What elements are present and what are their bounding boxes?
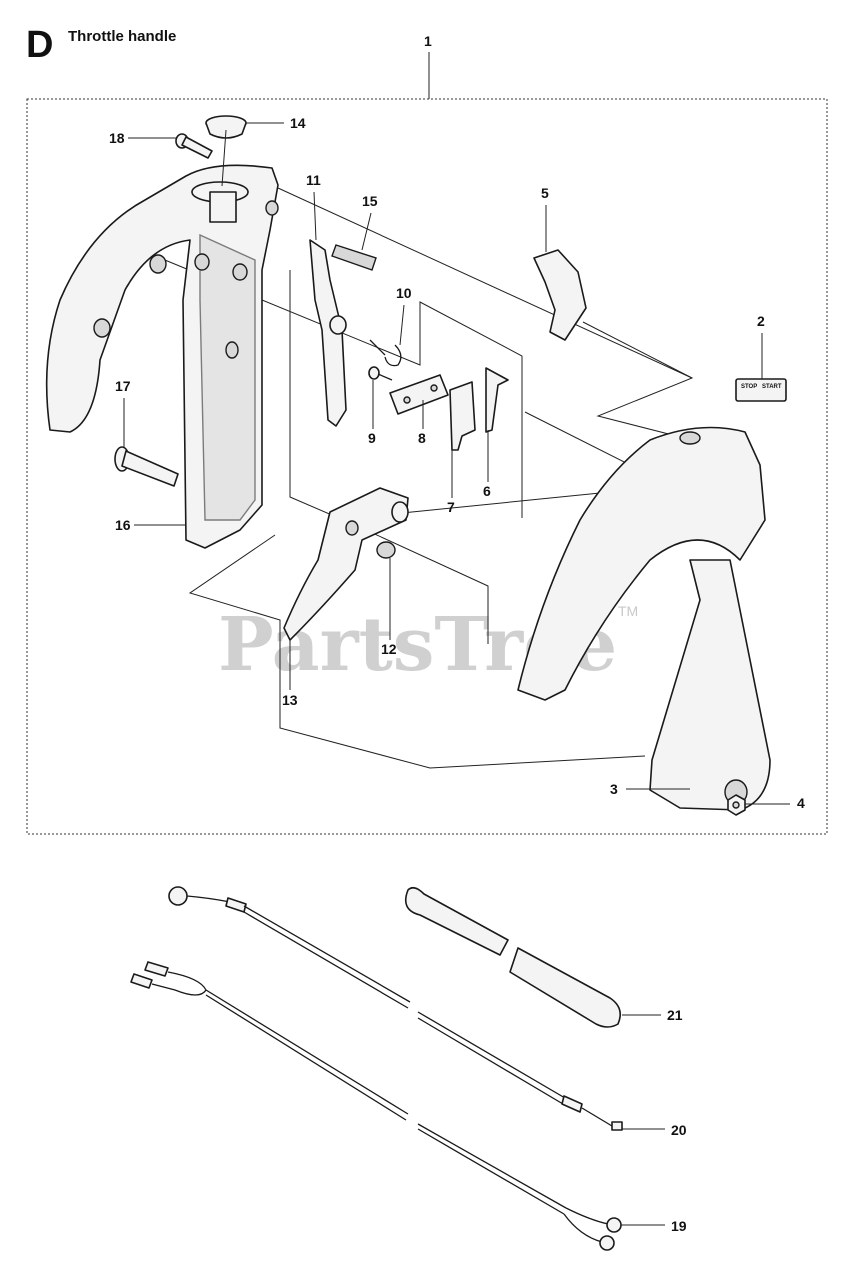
callout-1: 1 [424,33,432,49]
part-3-right-handle [517,426,771,811]
part-5-clip [533,249,587,341]
svg-text:9: 9 [368,430,376,446]
svg-text:1: 1 [424,33,432,49]
svg-text:7: 7 [447,499,455,515]
callout-16: 16 [115,517,186,533]
part-15-spring [331,244,377,271]
callout-14: 14 [221,115,306,187]
section-title: Throttle handle [68,28,177,45]
part-17-screw [114,446,179,487]
svg-text:6: 6 [483,483,491,499]
handle-left-half [45,164,279,549]
assembly-boundary [26,98,828,835]
svg-text:21: 21 [667,1007,683,1023]
part-4-nut [727,794,746,816]
callout-9: 9 [368,380,376,446]
svg-text:19: 19 [671,1218,687,1234]
svg-text:20: 20 [671,1122,687,1138]
callout-19: 19 [621,1218,687,1234]
part-6-bracket [485,367,509,433]
callout-3: 3 [610,781,690,797]
callout-12: 12 [381,558,397,657]
callout-5: 5 [541,185,549,252]
svg-text:10: 10 [396,285,412,301]
part-11-lockout-lever [309,239,347,427]
assembly-guide-lines [159,187,701,769]
part-7-bracket [449,381,476,451]
callout-6: 6 [483,430,491,499]
part-8-plate [389,374,449,415]
watermark-tm: TM [618,603,638,619]
part-2-stop-start-sticker: STOP START [735,378,787,402]
callout-11: 11 [306,172,321,241]
callout-15: 15 [361,193,378,251]
svg-text:8: 8 [418,430,426,446]
svg-text:13: 13 [282,692,298,708]
part-9-screw [368,366,393,381]
svg-text:12: 12 [381,641,397,657]
svg-text:18: 18 [109,130,125,146]
callout-18: 18 [109,130,176,146]
part-19-wire-harness [130,961,622,1251]
part-10-torsion-spring [369,339,402,367]
svg-text:16: 16 [115,517,131,533]
svg-text:2: 2 [757,313,765,329]
part-20-throttle-cable [168,886,623,1131]
callout-2: 2 [757,313,765,379]
part-18-screw [175,133,213,159]
callout-17: 17 [115,378,131,447]
callout-7: 7 [447,450,455,515]
svg-text:14: 14 [290,115,306,131]
callout-13: 13 [282,640,298,708]
svg-text:3: 3 [610,781,618,797]
callout-20: 20 [622,1122,687,1138]
sticker-start: START [762,384,782,390]
callout-10: 10 [396,285,412,346]
part-21-spiral-sleeve [404,886,621,1028]
callout-21: 21 [622,1007,683,1023]
svg-text:4: 4 [797,795,805,811]
svg-text:11: 11 [306,172,321,188]
part-12-spring [376,541,396,559]
callout-8: 8 [418,400,426,446]
part-13-throttle-trigger [283,487,409,641]
svg-text:5: 5 [541,185,549,201]
sticker-stop: STOP [741,384,757,390]
svg-text:17: 17 [115,378,131,394]
svg-text:15: 15 [362,193,378,209]
section-letter: D [26,24,54,66]
callout-4: 4 [745,795,805,811]
